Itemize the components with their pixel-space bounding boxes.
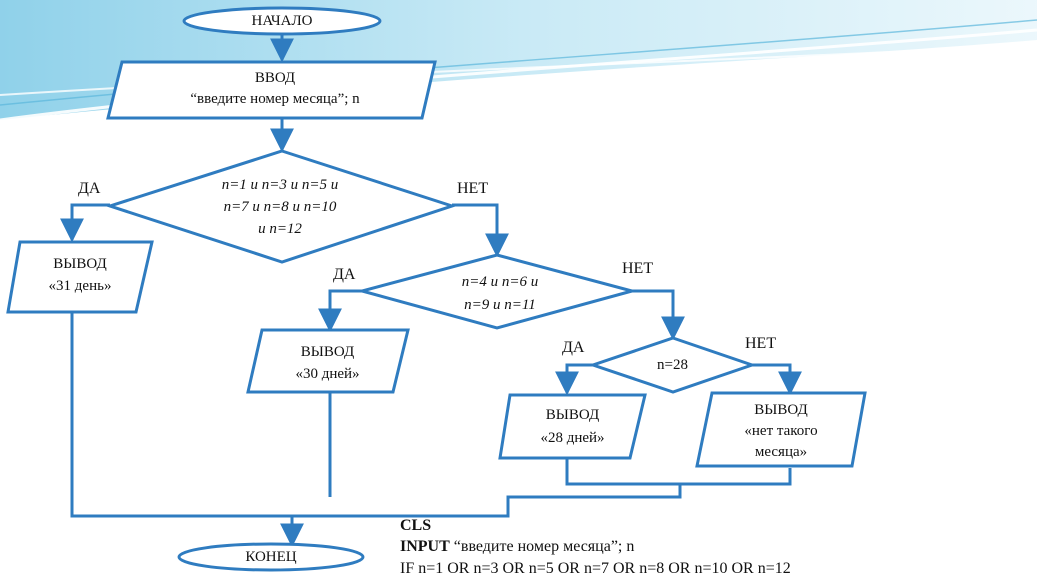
out30-line1: ВЫВОД (300, 344, 355, 360)
code-line-2: INPUT “введите номер месяца”; n (400, 538, 634, 556)
decision3-label: n=28 (657, 357, 688, 373)
code-input-args: “введите номер месяца”; n (453, 538, 635, 555)
decision2-line1: n=4 и n=6 и (461, 274, 539, 290)
output-28-days (498, 393, 647, 460)
outnone-line2: «нет такого (744, 423, 818, 439)
branch-yes-2: ДА (333, 266, 356, 283)
code-keyword-input: INPUT (400, 538, 450, 555)
branch-no-1: НЕТ (457, 180, 489, 197)
output-30-days (246, 328, 410, 394)
outnone-line1: ВЫВОД (754, 402, 808, 418)
decision1-line2: n=7 и n=8 и n=10 (223, 199, 337, 215)
decision-31-days (105, 149, 457, 264)
input-prompt: “введите номер месяца”; n (190, 91, 360, 107)
start-terminator (182, 6, 382, 36)
start-label: НАЧАЛО (251, 13, 313, 29)
out31-line1: ВЫВОД (53, 256, 107, 272)
decision1-line3: и n=12 (258, 221, 302, 237)
end-label: КОНЕЦ (245, 549, 297, 565)
decision2-line2: n=9 и n=11 (464, 297, 536, 313)
input-block (106, 60, 437, 120)
decision-30-days (356, 253, 638, 330)
decision-28-days (588, 336, 757, 394)
output-no-such-month (695, 391, 867, 468)
out31-line2: «31 день» (48, 278, 112, 294)
code-line-1: CLS (400, 517, 432, 534)
out28-line2: «28 дней» (540, 430, 605, 446)
outnone-line3: месяца» (754, 444, 808, 460)
branch-yes-3: ДА (562, 339, 585, 356)
code-line-3: IF n=1 OR n=3 OR n=5 OR n=7 OR n=8 OR n=… (400, 560, 791, 577)
out28-line1: ВЫВОД (545, 407, 600, 423)
decision1-line1: n=1 и n=3 и n=5 и (221, 177, 339, 193)
connectors (60, 34, 802, 548)
output-31-days (6, 240, 154, 314)
branch-yes-1: ДА (78, 180, 101, 197)
input-label: ВВОД (254, 70, 296, 86)
branch-no-3: НЕТ (745, 335, 777, 352)
branch-no-2: НЕТ (622, 260, 654, 277)
end-terminator (177, 542, 365, 572)
out30-line2: «30 дней» (295, 366, 360, 382)
